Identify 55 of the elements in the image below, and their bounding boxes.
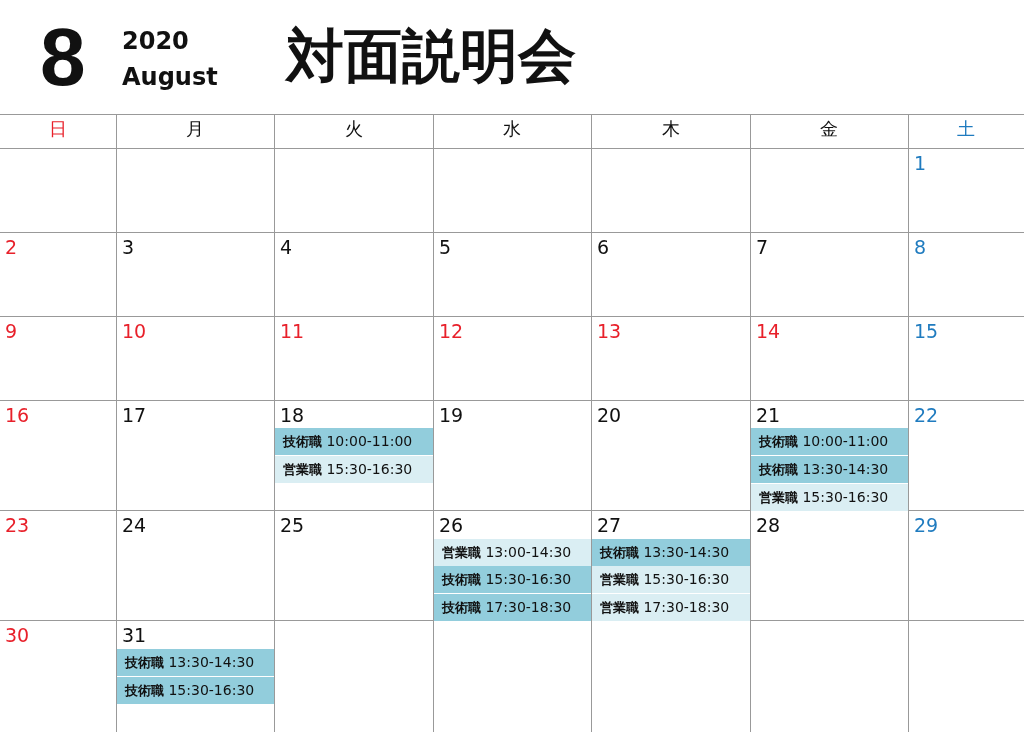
day-number: 2 [5,237,18,258]
day-number: 14 [756,321,781,342]
event-entry: 営業職 13:00-14:30 [434,539,591,566]
title: 対面説明会 [286,22,576,92]
event-entry: 技術職 13:30-14:30 [751,456,908,483]
day-number: 21 [756,405,781,426]
day-number: 23 [5,515,30,536]
weekday-header: 火 [344,119,363,139]
day-number: 9 [5,321,18,342]
event-entry: 技術職 15:30-16:30 [117,677,274,704]
day-number: 16 [5,405,30,426]
event-entry: 技術職 10:00-11:00 [275,428,433,455]
weekday-header: 土 [957,119,975,139]
event-entry: 技術職 17:30-18:30 [434,594,591,621]
month-name: August [122,64,218,91]
day-number: 8 [914,237,927,258]
day-number: 19 [439,405,464,426]
day-number: 28 [756,515,781,536]
event-entry: 営業職 15:30-16:30 [275,456,433,483]
day-number: 22 [914,405,939,426]
day-number: 27 [597,515,622,536]
day-number: 7 [756,237,769,258]
weekday-header: 水 [503,119,521,139]
weekday-header: 日 [49,119,67,139]
weekday-header: 月 [186,119,204,139]
day-number: 15 [914,321,939,342]
day-number: 6 [597,237,610,258]
day-number: 20 [597,405,622,426]
day-number: 17 [122,405,147,426]
day-number: 3 [122,237,135,258]
weekday-header: 木 [661,119,680,139]
day-number: 29 [914,515,939,536]
day-number: 13 [597,321,622,342]
day-number: 10 [122,321,147,342]
event-entry: 技術職 13:30-14:30 [117,649,274,676]
day-number: 4 [280,237,293,258]
event-entry: 技術職 15:30-16:30 [434,566,591,593]
day-number: 26 [439,515,464,536]
day-number: 30 [5,625,30,646]
day-number: 12 [439,321,464,342]
event-entry: 技術職 10:00-11:00 [751,428,908,455]
day-number: 5 [439,237,452,258]
day-number: 25 [280,515,305,536]
month-number: 8 [40,12,86,103]
day-number: 31 [122,625,147,646]
day-number: 24 [122,515,147,536]
event-entry: 技術職 13:30-14:30 [592,539,750,566]
day-number: 11 [280,321,305,342]
year-text: 2020 [122,28,189,55]
event-entry: 営業職 17:30-18:30 [592,594,750,621]
event-entry: 営業職 15:30-16:30 [751,484,908,511]
event-entry: 営業職 15:30-16:30 [592,566,750,593]
weekday-header: 金 [820,119,838,139]
day-number: 18 [280,405,305,426]
day-number: 1 [914,153,927,174]
